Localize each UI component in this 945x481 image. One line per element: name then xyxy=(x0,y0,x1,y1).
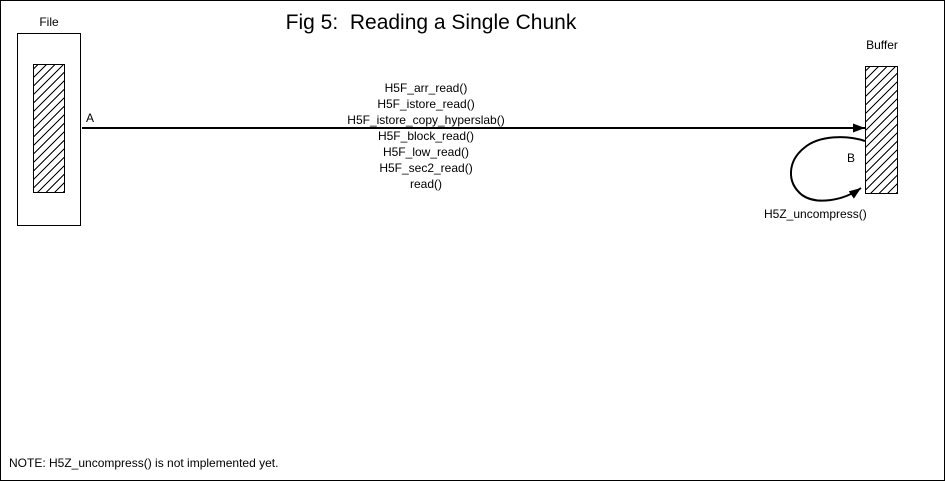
uncompress-label: H5Z_uncompress() xyxy=(764,207,867,221)
file-chunk-hatch xyxy=(33,64,65,193)
figure-title: Fig 5: Reading a Single Chunk xyxy=(285,11,577,34)
call-stack-line: H5F_low_read() xyxy=(382,145,470,159)
point-a-label: A xyxy=(86,111,95,125)
uncompress-loop-arrow xyxy=(790,136,866,202)
buffer-hatch xyxy=(865,66,898,194)
call-stack-line: read() xyxy=(409,177,442,191)
point-b-label: B xyxy=(847,151,856,165)
call-stack-line: H5F_istore_copy_hyperslab() xyxy=(347,113,505,127)
call-stack-line: H5F_sec2_read() xyxy=(379,161,473,175)
call-stack-line: H5F_istore_read() xyxy=(377,97,475,111)
file-label: File xyxy=(39,15,59,29)
note-text: NOTE: H5Z_uncompress() is not implemente… xyxy=(9,456,279,470)
call-stack-line: H5F_block_read() xyxy=(377,129,475,143)
call-stack: H5F_arr_read() H5F_istore_read() H5F_ist… xyxy=(276,80,576,192)
call-stack-line: H5F_arr_read() xyxy=(384,81,468,95)
buffer-label: Buffer xyxy=(866,38,898,52)
